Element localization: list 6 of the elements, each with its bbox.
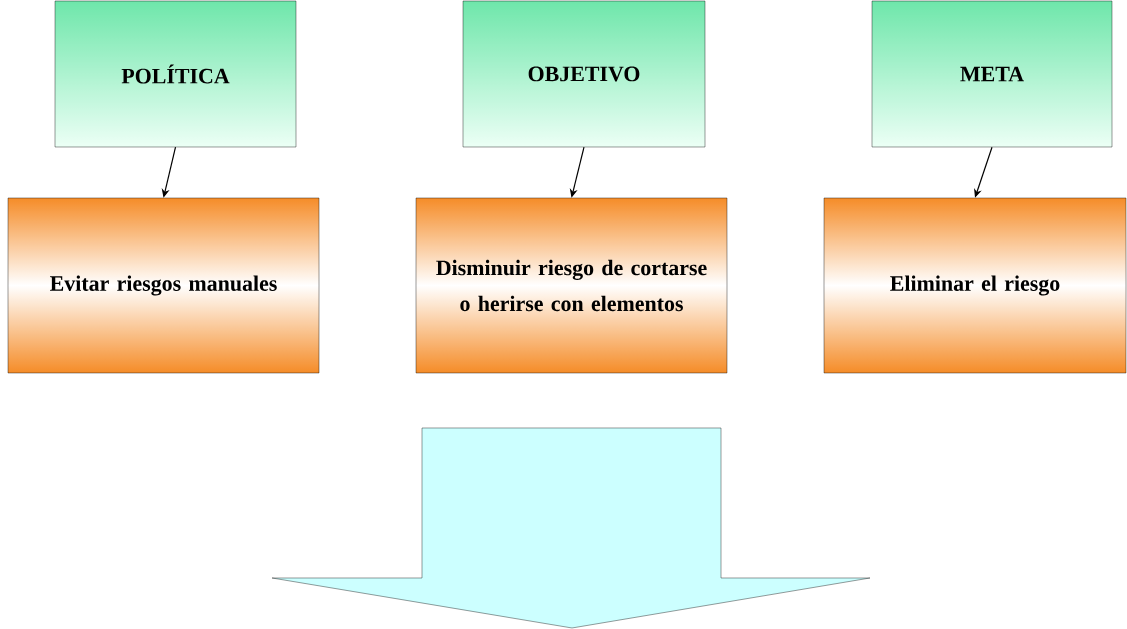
process-box: Evitar riesgos manuales (7, 197, 320, 374)
process-box: Eliminar el riesgo (823, 197, 1127, 374)
title-box: POLÍTICA (54, 0, 297, 148)
title-box: META (871, 0, 1113, 148)
process-box: Disminuir riesgo de cortarse o herirse con elementos (415, 197, 728, 374)
title-box: OBJETIVO (462, 0, 706, 148)
